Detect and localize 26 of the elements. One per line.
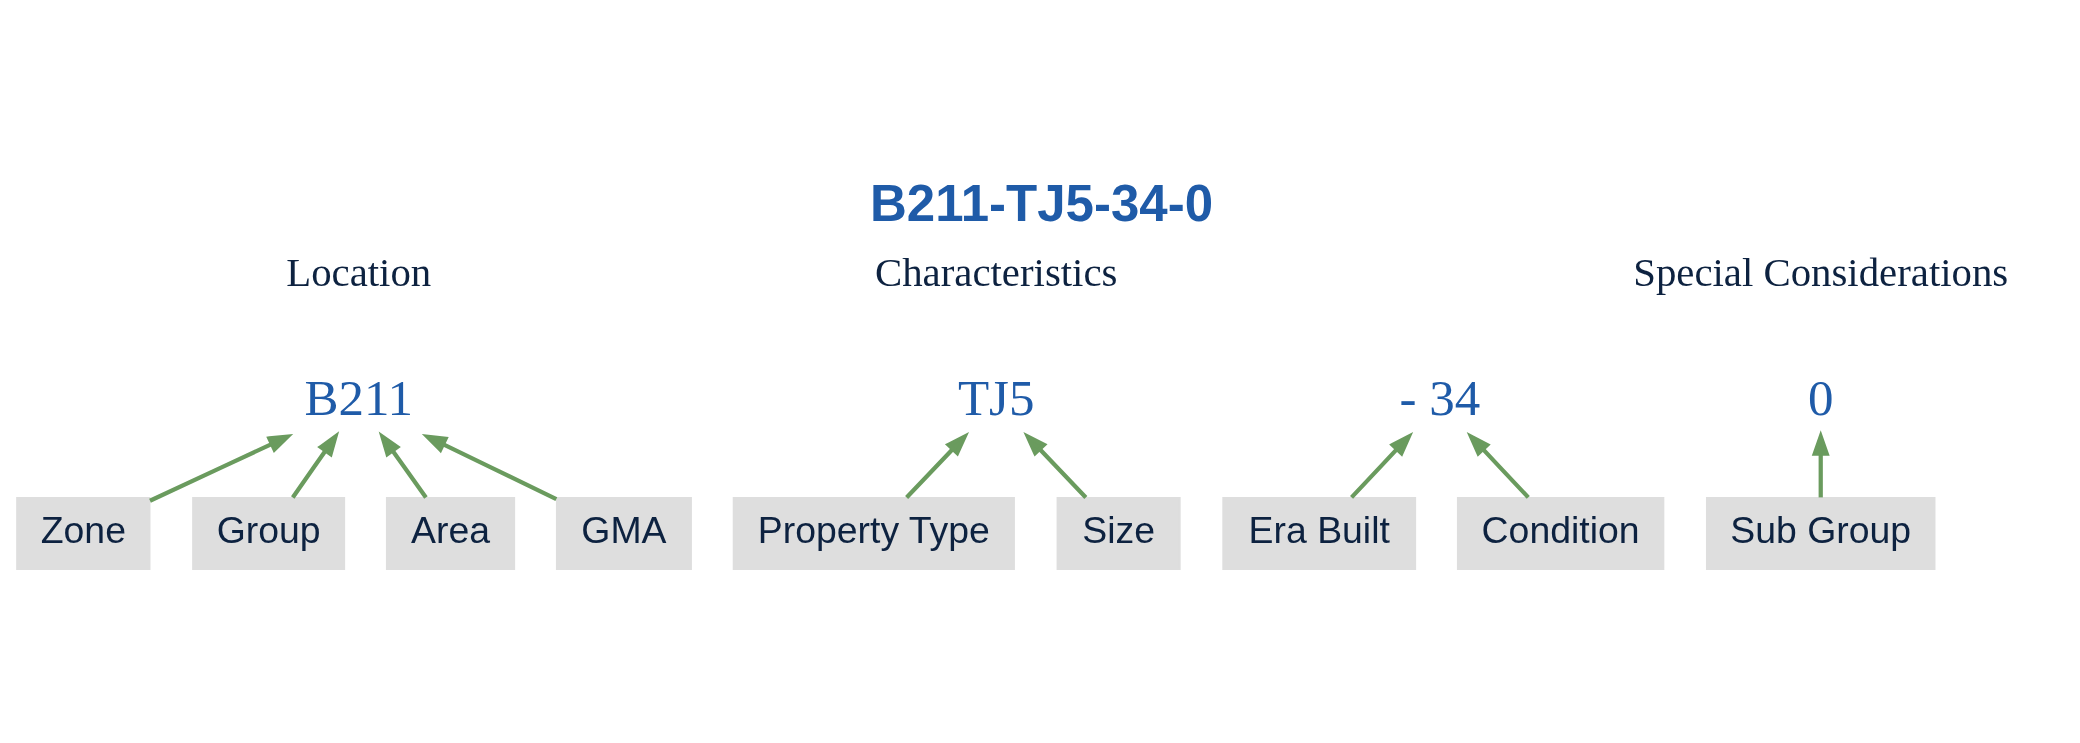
arrow xyxy=(1466,431,1530,499)
arrow xyxy=(1811,429,1830,497)
arrow xyxy=(1023,431,1088,499)
node-text: 0 xyxy=(1807,369,1834,425)
node-box: Condition xyxy=(1456,496,1665,570)
node-box: Property Type xyxy=(732,496,1015,570)
node-text: TJ5 xyxy=(957,369,1035,425)
node-box: Zone xyxy=(16,496,151,570)
node-text: - 34 xyxy=(1399,369,1481,425)
label: Location xyxy=(286,249,432,295)
label: Characteristics xyxy=(875,249,1118,295)
arrow xyxy=(905,431,970,499)
label: Special Considerations xyxy=(1633,249,2009,295)
arrow xyxy=(1350,431,1414,499)
diagram-title: B211-TJ5-34-0 xyxy=(870,174,1214,232)
arrow xyxy=(421,433,558,501)
node-box: Group xyxy=(192,496,346,570)
arrow xyxy=(291,430,340,499)
node-text: B211 xyxy=(304,369,414,425)
arrow xyxy=(378,430,428,499)
node-box: Era Built xyxy=(1222,496,1417,570)
node-box: Size xyxy=(1056,496,1181,570)
node-box: Area xyxy=(385,496,516,570)
node-box: GMA xyxy=(555,496,692,570)
node-box: Sub Group xyxy=(1705,496,1936,570)
arrow xyxy=(149,433,294,503)
